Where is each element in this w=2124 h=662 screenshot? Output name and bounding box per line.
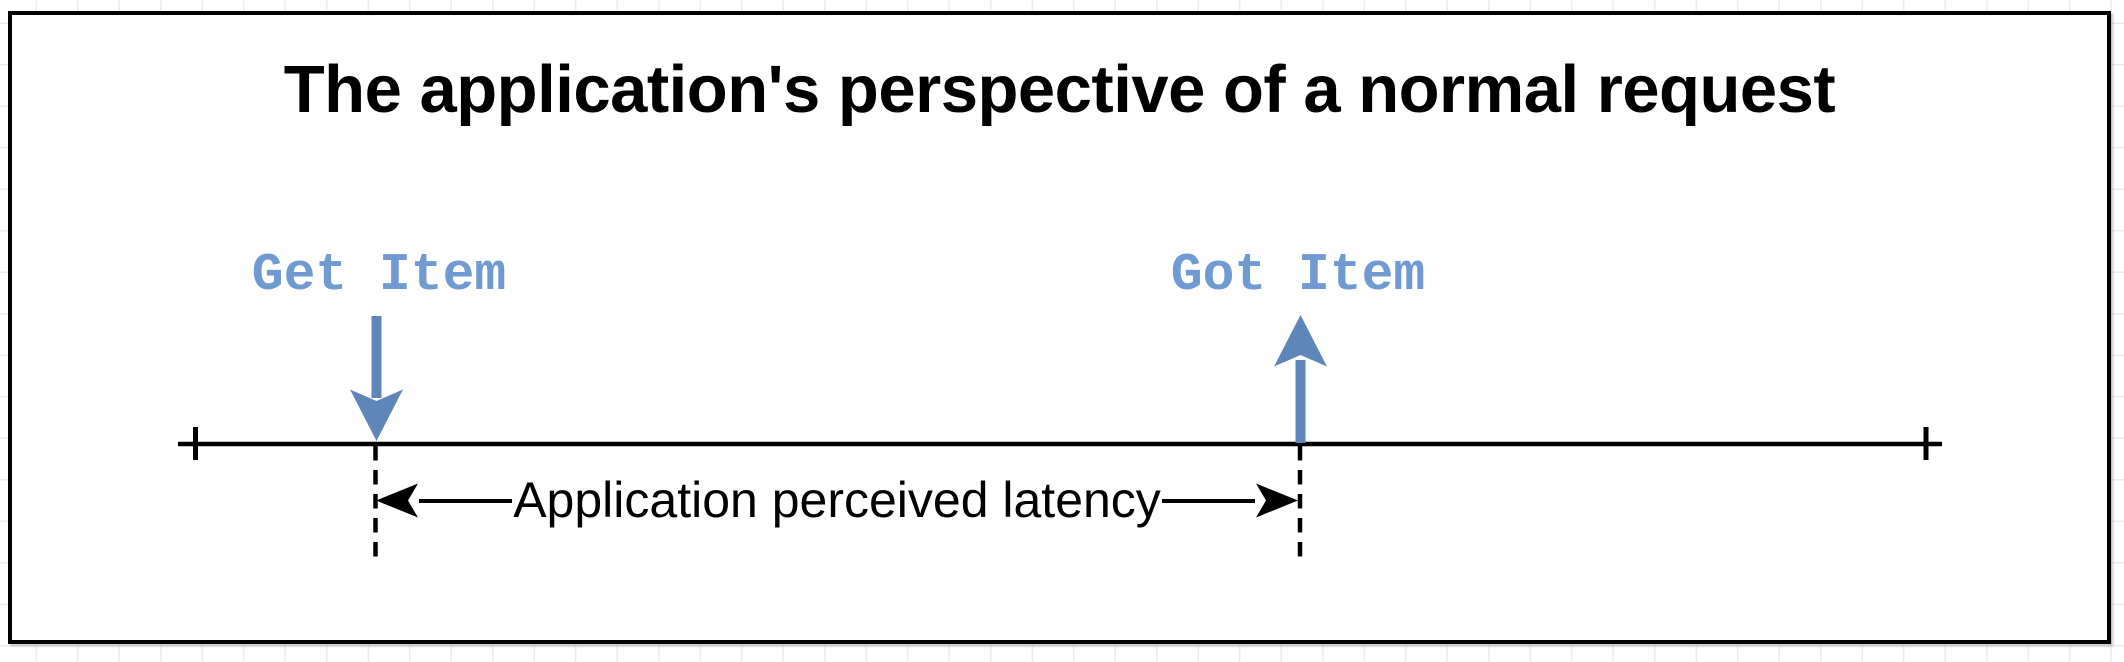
up-arrow-icon	[1274, 315, 1327, 443]
left-arrowhead-icon	[376, 483, 418, 518]
latency-line-right	[1161, 498, 1256, 503]
diagram-frame	[8, 11, 2111, 644]
got-item-label: Got Item	[1170, 245, 1426, 305]
latency-span: Application perceived latency	[375, 472, 1299, 528]
latency-line-left	[419, 498, 513, 503]
latency-label: Application perceived latency	[513, 472, 1161, 528]
get-item-label: Get Item	[251, 245, 507, 305]
down-arrow-icon	[350, 316, 403, 441]
right-arrowhead-icon	[1256, 483, 1299, 518]
diagram-title: The application's perspective of a norma…	[283, 52, 1836, 127]
